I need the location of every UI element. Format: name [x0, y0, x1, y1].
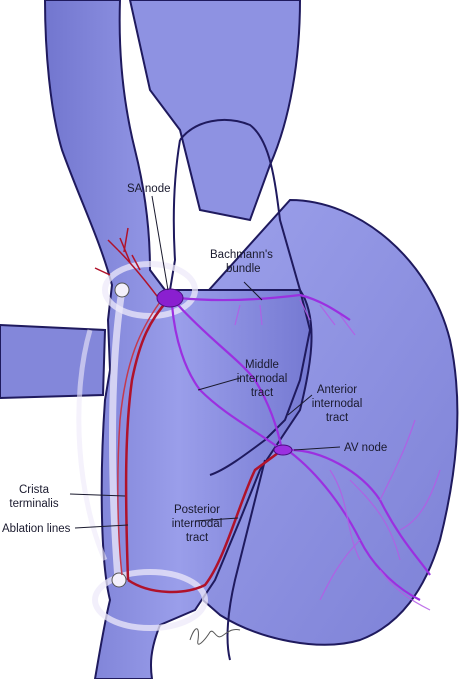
ventricle-septum-outline: [226, 459, 266, 661]
atrial-chamber-outline: [179, 119, 312, 476]
label-ablation-lines: Ablation lines: [2, 523, 71, 535]
av-node: [273, 444, 293, 456]
label-posterior-line1: Posterior: [174, 504, 220, 516]
label-anterior-line1: Anterior: [317, 384, 357, 396]
label-bachmann-line2: bundle: [226, 263, 261, 275]
label-middle-line3: tract: [251, 387, 274, 399]
label-posterior-line2: internodal: [172, 518, 223, 530]
ablation-node-upper: [114, 282, 130, 298]
leader-lines: [69, 195, 341, 529]
ablation-line-left: [109, 289, 126, 581]
label-crista-line2: terminalis: [9, 498, 58, 510]
label-middle-line2: internodal: [237, 373, 288, 385]
ablation-line-outer: [76, 329, 108, 562]
ventricle-purkinje: [234, 299, 441, 611]
septum-outline: [169, 139, 181, 291]
ablation-node-lower: [111, 572, 127, 588]
label-middle-line1: Middle: [245, 359, 279, 371]
label-anterior-line2: internodal: [312, 398, 363, 410]
crista-terminalis-line: [124, 299, 169, 581]
label-posterior-line3: tract: [186, 532, 209, 544]
aorta-shape: [128, 0, 302, 222]
ablation-ring-lower: [92, 569, 208, 631]
crista-terminalis-line-2: [117, 301, 161, 576]
label-bachmann-line1: Bachmann's: [210, 249, 273, 261]
label-av-node: AV node: [344, 442, 387, 454]
label-sa-node: SA node: [127, 183, 170, 195]
artist-signature: [189, 628, 241, 645]
label-crista-line1: Crista: [19, 484, 50, 496]
conduction-pathways: [170, 293, 431, 601]
posterior-tract-line: [127, 448, 283, 594]
label-anterior-line3: tract: [326, 412, 349, 424]
sa-node: [156, 288, 184, 308]
sa-red-branches: [94, 227, 161, 301]
